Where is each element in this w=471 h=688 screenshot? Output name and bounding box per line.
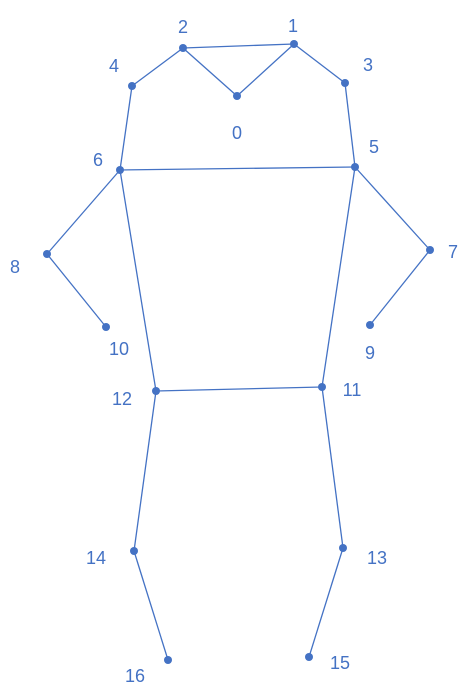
- keypoint-11: [318, 383, 326, 391]
- edge-group: [46, 43, 431, 661]
- keypoint-15: [305, 653, 313, 661]
- keypoint-label-3: 3: [363, 55, 373, 75]
- keypoint-label-10: 10: [109, 339, 129, 359]
- keypoint-label-6: 6: [93, 150, 103, 170]
- keypoint-6: [116, 166, 124, 174]
- keypoint-label-8: 8: [10, 257, 20, 277]
- keypoint-5: [351, 163, 359, 171]
- edge-0-1: [236, 43, 295, 97]
- keypoint-10: [102, 323, 110, 331]
- edge-6-12: [119, 169, 157, 392]
- edge-5-11: [321, 166, 356, 388]
- keypoint-2: [179, 44, 187, 52]
- keypoint-label-9: 9: [365, 343, 375, 363]
- keypoint-label-0: 0: [232, 123, 242, 143]
- edge-13-15: [308, 547, 344, 658]
- keypoint-12: [152, 387, 160, 395]
- edge-14-16: [133, 550, 169, 661]
- keypoint-label-14: 14: [86, 548, 106, 568]
- keypoint-label-1: 1: [288, 16, 298, 36]
- edge-5-7: [354, 166, 431, 251]
- keypoint-label-7: 7: [448, 242, 458, 262]
- keypoint-label-5: 5: [369, 137, 379, 157]
- edge-2-0: [182, 47, 238, 97]
- edge-3-5: [344, 82, 356, 168]
- edge-6-5: [119, 166, 356, 171]
- keypoint-0: [233, 92, 241, 100]
- keypoint-label-13: 13: [367, 548, 387, 568]
- keypoint-13: [339, 544, 347, 552]
- keypoint-14: [130, 547, 138, 555]
- keypoint-label-15: 15: [330, 653, 350, 673]
- edge-8-10: [46, 253, 107, 328]
- keypoint-1: [290, 40, 298, 48]
- keypoint-8: [43, 250, 51, 258]
- edge-11-13: [321, 386, 344, 549]
- keypoint-9: [366, 321, 374, 329]
- keypoint-3: [341, 79, 349, 87]
- keypoint-7: [426, 246, 434, 254]
- node-group: [43, 40, 434, 664]
- edge-6-8: [46, 169, 121, 255]
- edge-2-1: [182, 43, 295, 49]
- edge-4-6: [119, 85, 133, 171]
- edge-1-3: [293, 43, 346, 84]
- keypoint-label-11: 11: [343, 380, 362, 400]
- keypoint-label-4: 4: [109, 56, 119, 76]
- keypoint-4: [128, 82, 136, 90]
- edge-12-14: [133, 390, 157, 552]
- keypoint-label-16: 16: [125, 666, 145, 686]
- edge-12-11: [155, 386, 323, 392]
- keypoint-label-2: 2: [178, 17, 188, 37]
- keypoint-16: [164, 656, 172, 664]
- edge-7-9: [369, 249, 431, 326]
- keypoint-label-12: 12: [112, 389, 132, 409]
- edge-2-4: [131, 47, 184, 87]
